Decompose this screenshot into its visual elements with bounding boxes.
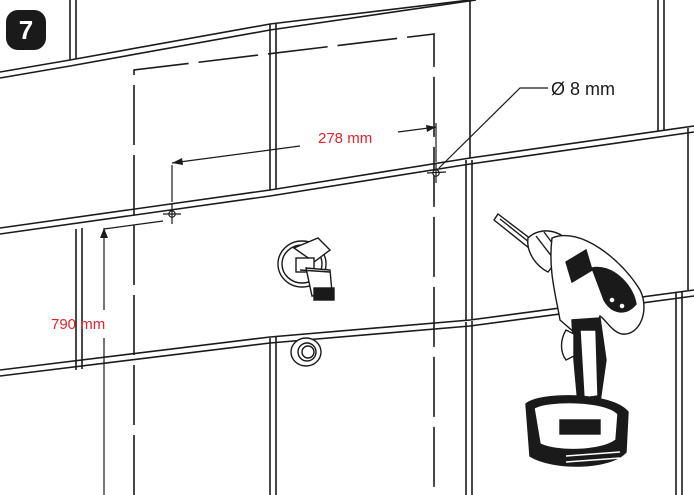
unit-outline-dashed xyxy=(133,33,435,495)
vertical-dimension-label: 790 mm xyxy=(51,316,105,333)
step-badge: 7 xyxy=(6,10,46,50)
horizontal-dimension xyxy=(171,123,437,202)
diameter-label: Ø 8 mm xyxy=(551,79,615,99)
horizontal-dimension-label: 278 mm xyxy=(318,130,372,147)
drill-hole-left xyxy=(163,204,181,224)
drill-hole-right xyxy=(426,163,447,183)
vertical-dimension xyxy=(100,220,164,495)
pipe-outlet-icon xyxy=(290,337,322,367)
step-number: 7 xyxy=(19,15,33,45)
step-badge-bg xyxy=(6,10,46,50)
angle-valve-icon xyxy=(277,237,335,301)
diameter-callout xyxy=(438,87,548,169)
drill-icon xyxy=(493,212,645,467)
